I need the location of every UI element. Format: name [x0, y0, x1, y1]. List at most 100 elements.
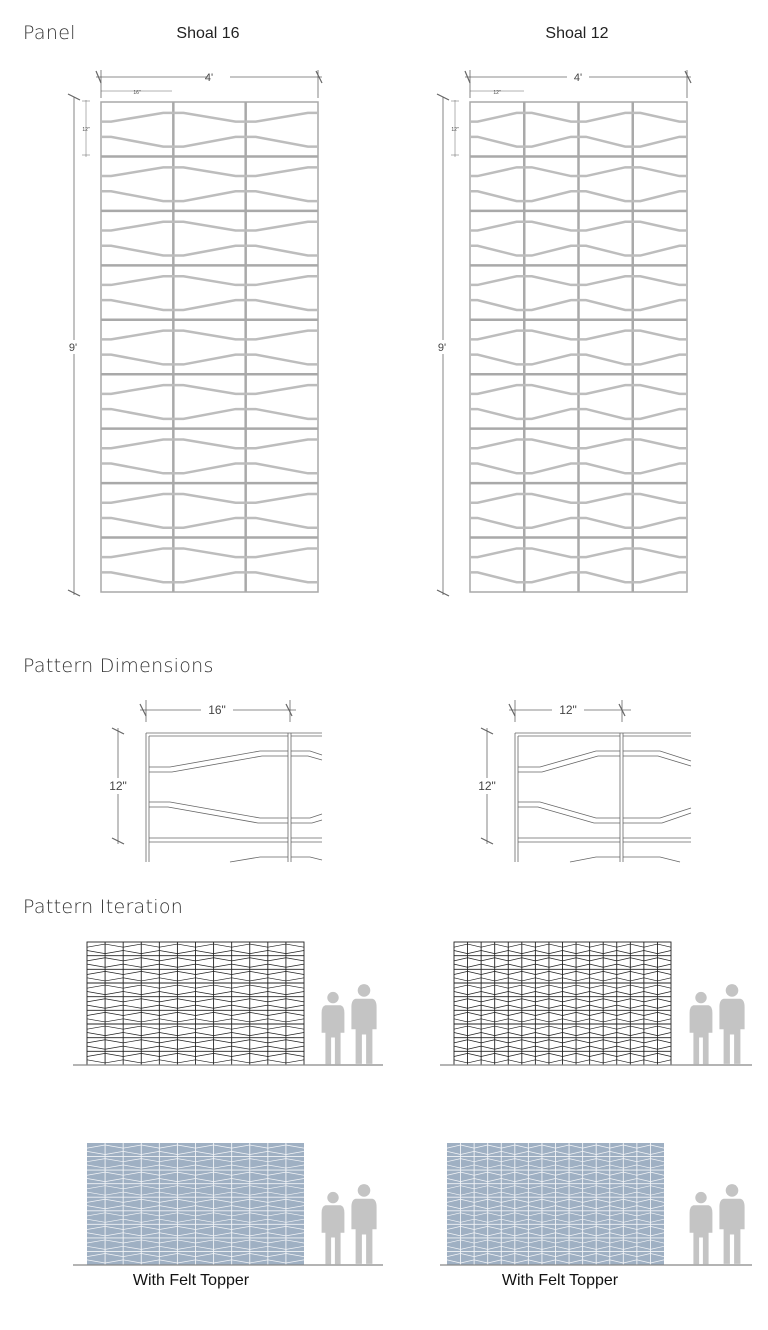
wall-wave-line [213, 1212, 232, 1217]
wall-wave-line [514, 1151, 529, 1155]
wall-wave-line [249, 1164, 268, 1169]
wall-wave-line [195, 1164, 214, 1169]
wall-wave-line [231, 1245, 250, 1250]
wave-line [524, 571, 579, 584]
wall-wave-line [555, 1191, 570, 1196]
wall-wave-line [636, 1164, 651, 1169]
wall-wave-line [575, 950, 590, 954]
wall-wave-line [501, 1232, 515, 1237]
wall-wave-line [249, 1151, 268, 1155]
wall-wave-line [177, 1144, 196, 1149]
wall-wave-line [159, 957, 178, 962]
wall-wave-line [630, 1018, 644, 1023]
wall-wave-line [636, 1178, 651, 1182]
wall-wave-line [285, 1164, 305, 1169]
wall-wave-line [86, 1151, 106, 1155]
wave-line [470, 383, 525, 396]
wall-wave-line [657, 943, 672, 948]
wall-wave-line [650, 1245, 665, 1250]
wall-wave-line [528, 1178, 543, 1182]
wall-wave-line [596, 1198, 610, 1203]
wall-wave-line [636, 1226, 651, 1230]
wall-wave-line [636, 1253, 651, 1257]
pattern-detail-shoal-12: 12" 12" [474, 700, 692, 863]
wall-wave-line [568, 1151, 583, 1155]
wall-wave-line [481, 977, 495, 982]
wall-wave-line [596, 1144, 610, 1149]
wall-wave-line [582, 1171, 597, 1176]
wall-wave-line [548, 1032, 563, 1036]
wave-line [173, 190, 246, 203]
wall-wave-line [86, 1045, 106, 1050]
wall-wave-line [453, 1053, 468, 1057]
wall-wave-line [528, 1198, 543, 1203]
wall-wave-line [195, 977, 214, 982]
wall-wave-line [474, 1218, 488, 1223]
wave-line [524, 462, 579, 475]
wall-wave-line [474, 1259, 488, 1264]
wall-wave-line [481, 1004, 495, 1009]
wall-wave-line [446, 1198, 461, 1203]
wall-wave-line [267, 1191, 286, 1196]
wall-wave-line [141, 1045, 160, 1050]
wave-line [578, 274, 633, 287]
wall-wave-line [285, 1218, 305, 1223]
wall-wave-line [460, 1144, 475, 1149]
wall-wave-line [213, 1218, 232, 1223]
wall-wave-line [596, 1164, 610, 1169]
wall-wave-line [514, 1144, 529, 1149]
wall-wave-line [528, 1205, 543, 1210]
wave-line [632, 135, 687, 148]
wall-wave-line [609, 1171, 624, 1176]
wall-wave-line [446, 1178, 461, 1182]
wave-line [245, 516, 318, 530]
wall-wave-line [535, 963, 550, 968]
wall-wave-line [596, 1158, 610, 1163]
wall-wave-line [616, 971, 631, 975]
wave-line [101, 244, 174, 257]
wall-wave-line [630, 1059, 644, 1064]
wall-wave-line [177, 1151, 196, 1155]
wall-wave-line [159, 1151, 178, 1155]
wall-wave-line [195, 991, 214, 995]
wall-wave-line [474, 1144, 488, 1149]
wall-wave-line [123, 1032, 142, 1036]
wall-wave-line [514, 1185, 529, 1190]
wall-wave-line [487, 1164, 502, 1169]
pattern-height-label: 12" [109, 779, 127, 793]
wall-wave-line [589, 1012, 604, 1016]
wall-wave-line [177, 1164, 196, 1169]
wall-wave-line [636, 1239, 651, 1244]
wall-wave-line [521, 991, 536, 995]
wall-wave-line [501, 1171, 515, 1176]
wall-wave-line [195, 1144, 214, 1149]
wave-line [101, 407, 174, 421]
wave-line [578, 407, 633, 421]
wall-wave-line [555, 1185, 570, 1190]
wall-wave-line [474, 1198, 488, 1203]
wall-wave-line [213, 1151, 232, 1155]
wall-wave-line [630, 1012, 644, 1016]
wave-line [524, 438, 579, 450]
wall-wave-line [249, 1232, 268, 1237]
wall-wave-line [650, 1151, 665, 1155]
wall-wave-line [105, 957, 124, 962]
wall-wave-line [548, 977, 563, 982]
wall-wave-line [548, 1045, 563, 1050]
wall-wave-line [123, 1053, 142, 1057]
wall-wave-line [603, 998, 617, 1003]
wall-wave-line [267, 1205, 286, 1210]
wall-wave-line [541, 1198, 556, 1203]
wall-wave-line [514, 1191, 529, 1196]
wall-wave-line [285, 950, 305, 954]
wall-wave-line [213, 1158, 232, 1163]
wall-wave-line [141, 1012, 160, 1016]
wall-wave-line [446, 1232, 461, 1237]
wall-wave-line [195, 1205, 214, 1210]
wall-wave-line [123, 1218, 142, 1223]
wall-wave-line [623, 1144, 637, 1149]
wall-wave-line [623, 1218, 637, 1223]
wall-wave-line [460, 1212, 475, 1217]
wall-wave-line [582, 1218, 597, 1223]
wall-wave-line [603, 943, 617, 948]
